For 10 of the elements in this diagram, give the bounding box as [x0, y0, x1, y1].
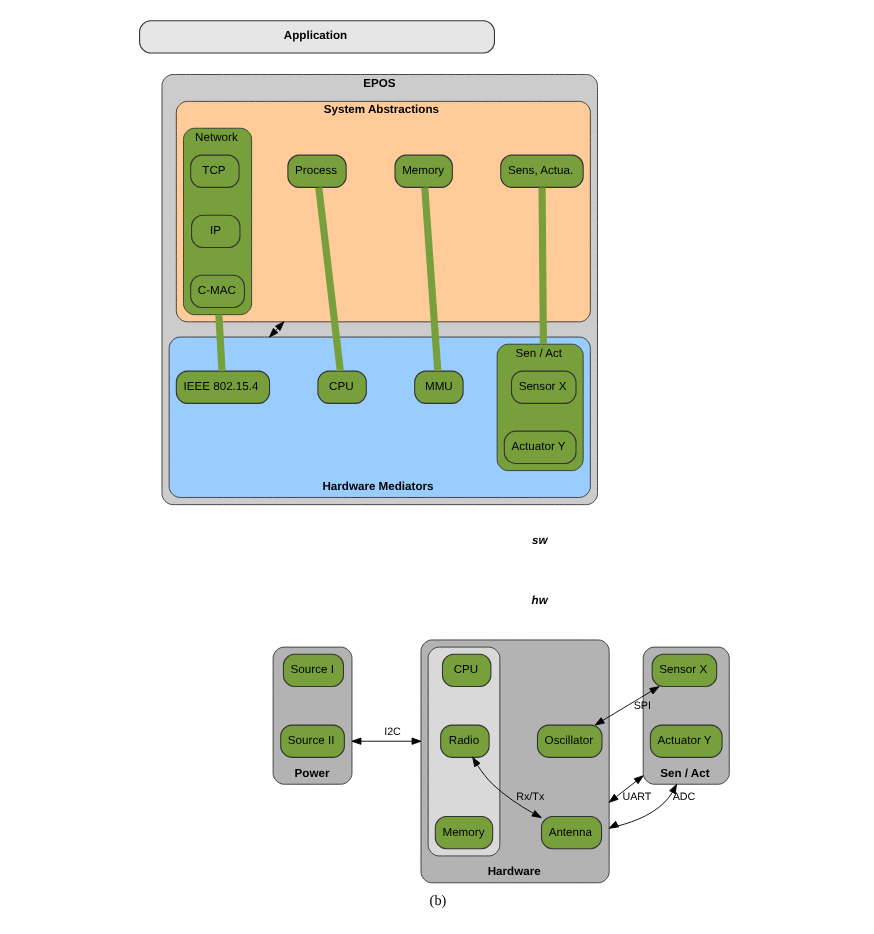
- arrow: [350, 737, 421, 745]
- arrow: [471, 756, 541, 819]
- arrow: [607, 775, 643, 803]
- arrow: [607, 783, 677, 829]
- connector: [420, 187, 441, 372]
- arrow: [593, 686, 659, 726]
- connector: [214, 314, 225, 372]
- connector: [537, 187, 546, 345]
- arrow: [268, 321, 284, 338]
- cluster: [426, 646, 500, 857]
